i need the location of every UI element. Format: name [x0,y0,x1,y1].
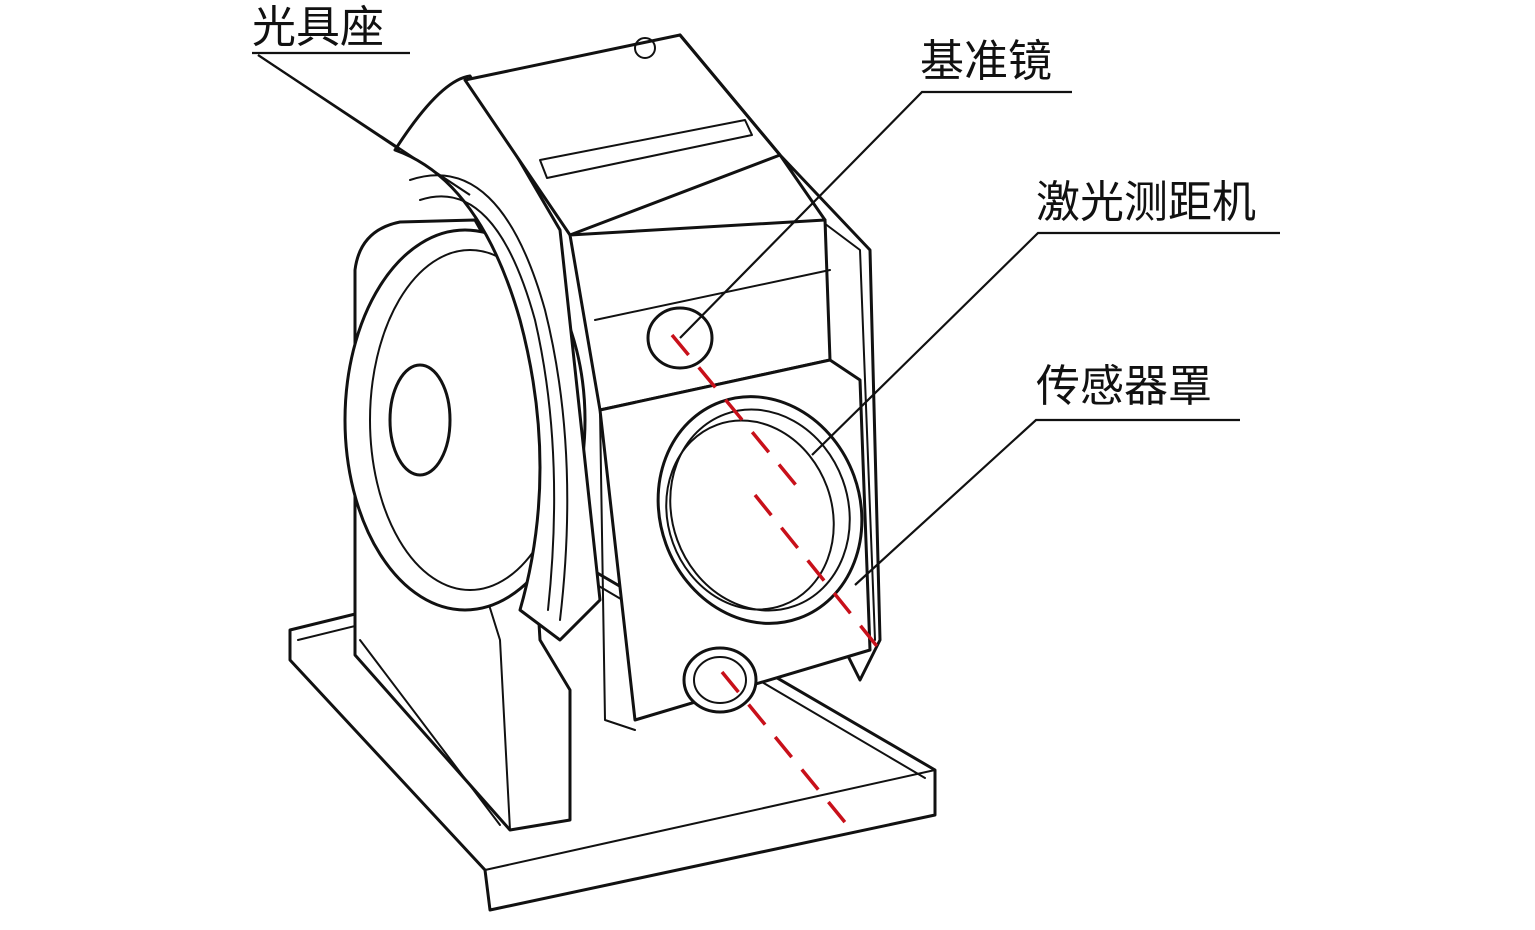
laser-beam-segment [720,670,850,828]
leader-lines [252,51,1280,586]
laser-beam [670,333,882,828]
leader-reference-mirror [679,90,1072,339]
leader-laser-rangefinder [811,231,1280,456]
laser-beam-segment [753,493,882,652]
leader-sensor-cover [854,418,1240,586]
label-optical-mount: 光具座 [252,2,384,53]
label-sensor-cover: 传感器罩 [1036,361,1212,412]
rotation-ring [393,74,602,642]
laser-beam-segment [670,333,802,492]
main-housing [463,33,882,731]
label-reference-mirror: 基准镜 [920,36,1052,87]
label-laser-rangefinder: 激光测距机 [1036,177,1256,228]
